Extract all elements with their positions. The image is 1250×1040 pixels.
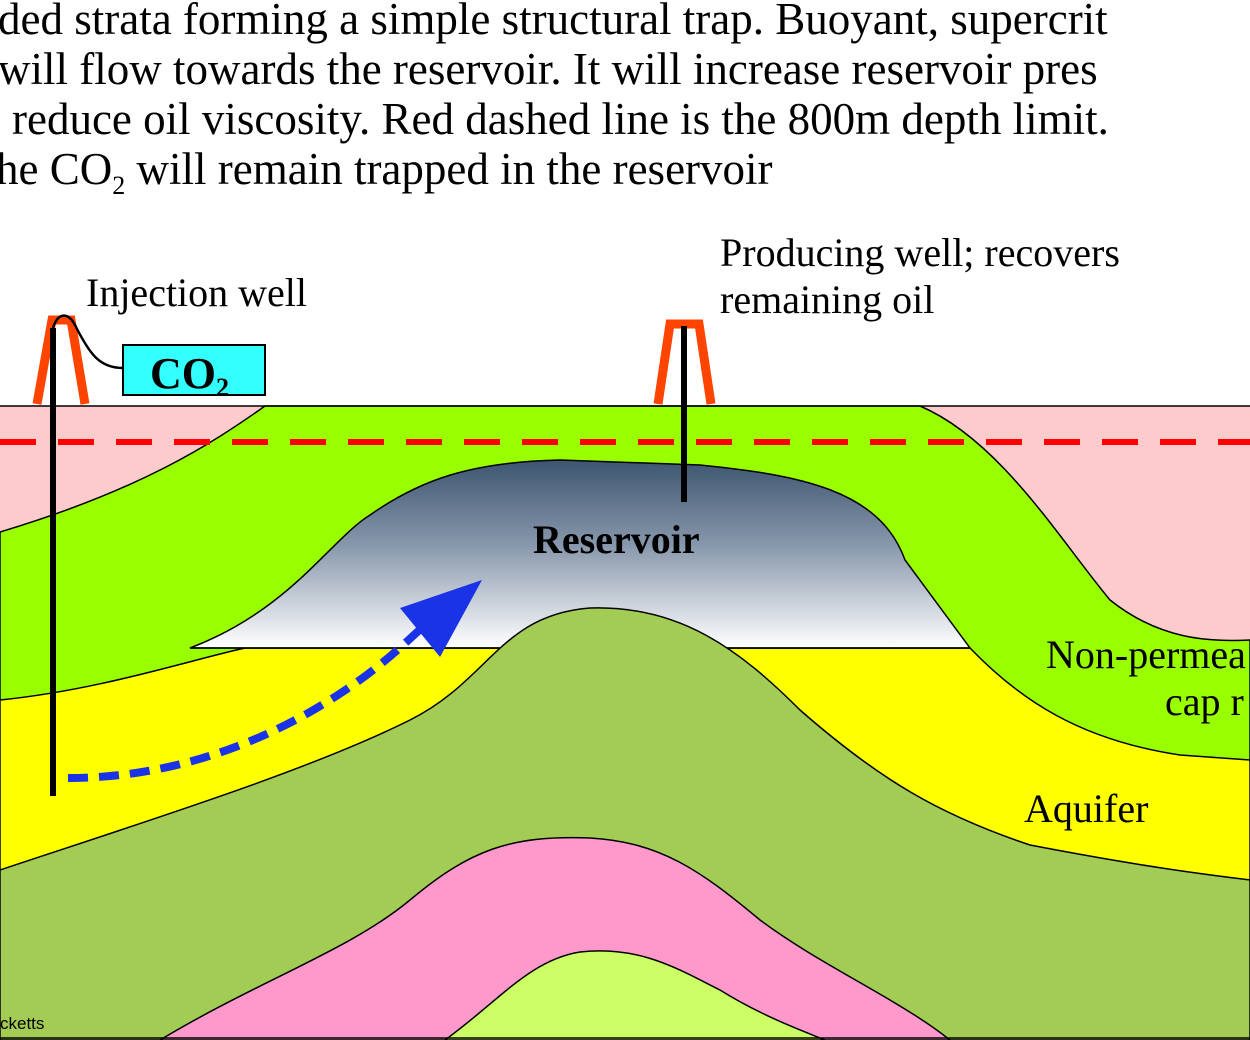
caption-line-4-sub: 2: [112, 171, 126, 200]
producing-well-label-1: Producing well; recovers: [720, 230, 1120, 275]
reservoir-label: Reservoir: [533, 517, 700, 562]
caption-line-4-pre: he CO: [0, 144, 113, 194]
dome-layer: [0, 607, 1250, 1040]
innermost-layer: [443, 950, 826, 1040]
co2-supply-box: [122, 344, 266, 396]
credit-label: cketts: [0, 1014, 44, 1033]
aquifer-label: Aquifer: [1024, 786, 1148, 831]
producing-well-label-2: remaining oil: [720, 277, 934, 322]
reservoir: [189, 459, 972, 649]
co2-flow-arrowhead-icon: [400, 580, 482, 657]
caption-line-3: reduce oil viscosity. Red dashed line is…: [12, 94, 1109, 144]
producing-derrick-icon: [653, 319, 716, 405]
caption: ded strata forming a simple structural t…: [0, 0, 1250, 200]
cap-rock-label-2: cap r: [1165, 679, 1244, 724]
caption-line-4-post: will remain trapped in the reservoir: [125, 144, 773, 194]
cap-rock-label-1: Non-permea: [1046, 632, 1246, 677]
co2-feed-line: [51, 314, 124, 370]
core-layer: [158, 836, 952, 1040]
caption-line-4: he CO2 will remain trapped in the reserv…: [0, 144, 773, 199]
co2-flow-path: [67, 619, 431, 782]
injection-well-label: Injection well: [86, 270, 307, 315]
caption-line-2: will flow towards the reservoir. It will…: [0, 44, 1098, 94]
co2-box-label: CO2: [150, 349, 229, 402]
caption-line-1: ded strata forming a simple structural t…: [0, 0, 1108, 44]
injection-derrick-icon: [32, 315, 90, 405]
